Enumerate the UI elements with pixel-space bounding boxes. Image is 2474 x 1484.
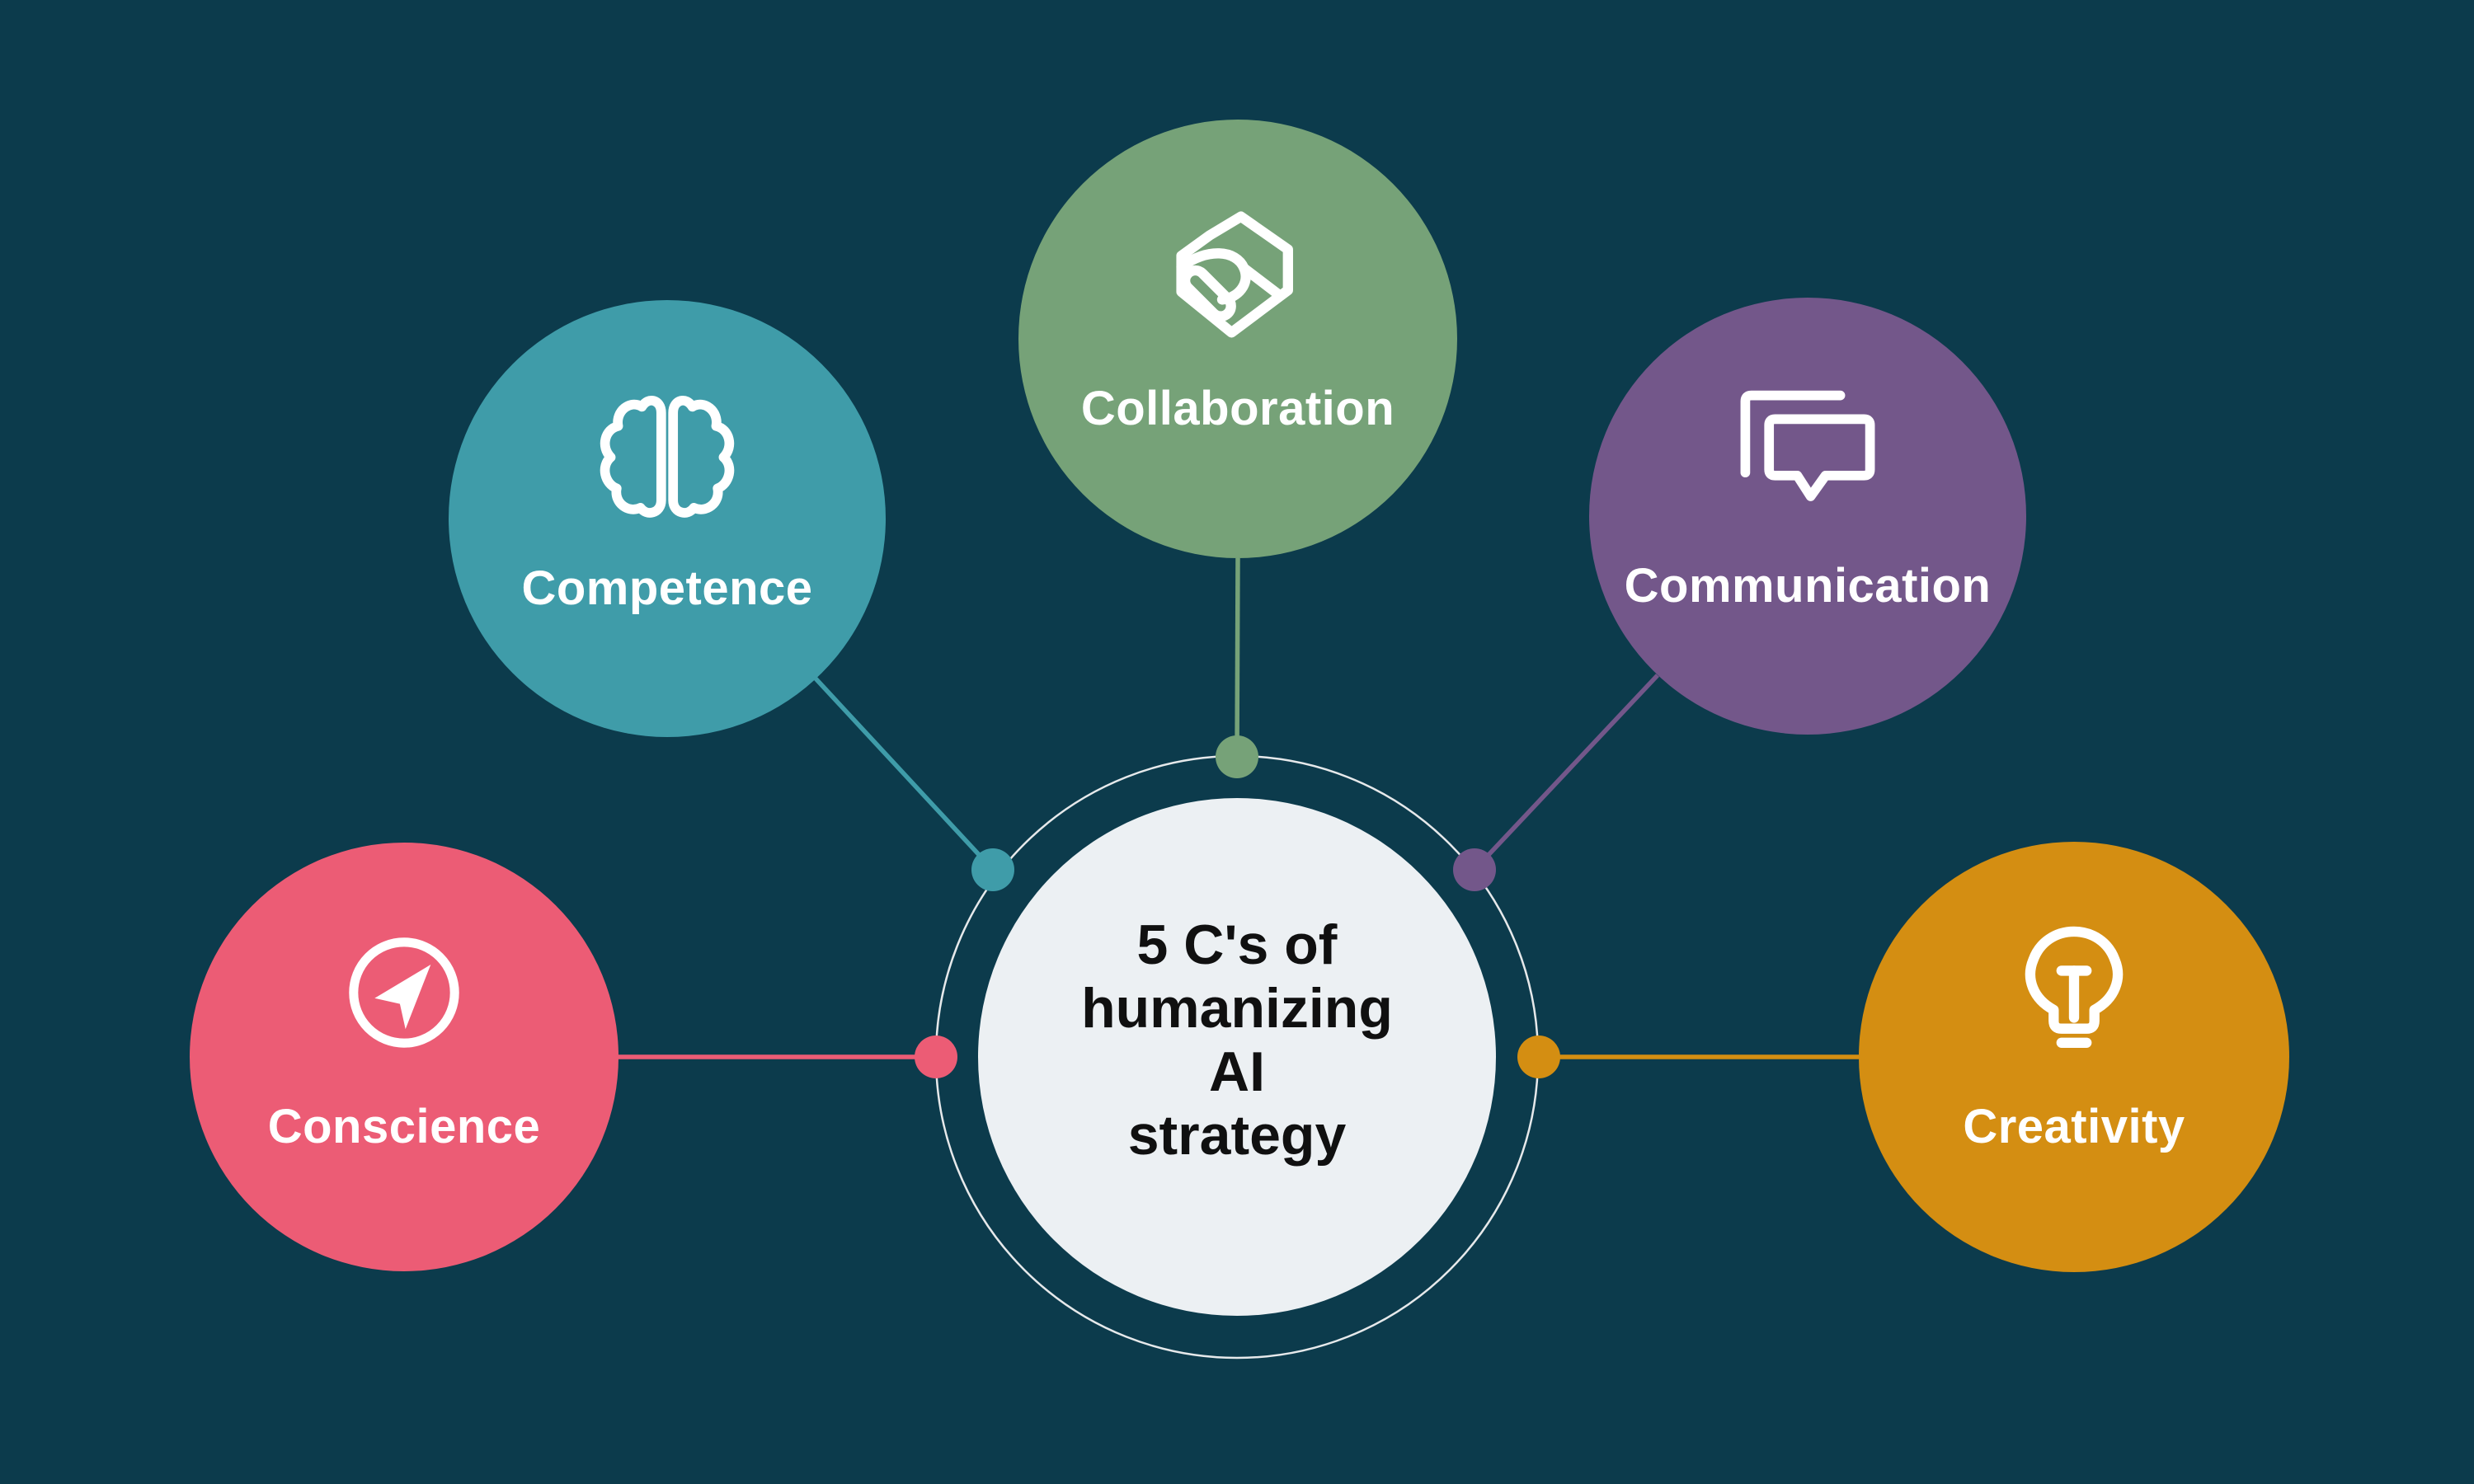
handshake-icon <box>1159 196 1316 353</box>
connector-line-competence <box>813 677 995 871</box>
hub-title-line-1: 5 C's of <box>1136 913 1338 976</box>
connector-dot-competence <box>971 848 1014 891</box>
connector-dot-collaboration <box>1216 735 1258 778</box>
lightbulb-icon <box>1996 914 2152 1071</box>
connector-dot-communication <box>1453 848 1496 891</box>
chat-bubbles-icon <box>1733 378 1882 526</box>
navigation-arrow-icon <box>334 923 474 1063</box>
connector-dot-creativity <box>1517 1036 1560 1078</box>
node-circle-conscience: Conscience <box>190 843 618 1271</box>
node-circle-creativity: Creativity <box>1859 842 2289 1272</box>
connector-dot-conscience <box>915 1036 957 1078</box>
brain-icon <box>593 380 741 528</box>
node-label-conscience: Conscience <box>267 1100 541 1153</box>
hub-title: 5 C's of humanizing AI strategy <box>1081 913 1393 1200</box>
node-circle-collaboration: Collaboration <box>1018 120 1457 558</box>
node-label-collaboration: Collaboration <box>1080 382 1395 435</box>
node-label-competence: Competence <box>521 561 813 615</box>
connector-line-collaboration <box>1235 557 1240 758</box>
node-circle-competence: Competence <box>449 300 886 737</box>
hub-title-line-2: humanizing <box>1081 977 1393 1040</box>
hub-circle: 5 C's of humanizing AI strategy <box>978 798 1496 1316</box>
connector-line-communication <box>1472 674 1660 871</box>
node-label-communication: Communication <box>1624 559 1992 613</box>
hub-title-line-4: strategy <box>1127 1104 1347 1167</box>
node-label-creativity: Creativity <box>1963 1100 2185 1153</box>
hub-title-line-3: AI <box>1208 1040 1265 1103</box>
node-circle-communication: Communication <box>1589 298 2026 735</box>
